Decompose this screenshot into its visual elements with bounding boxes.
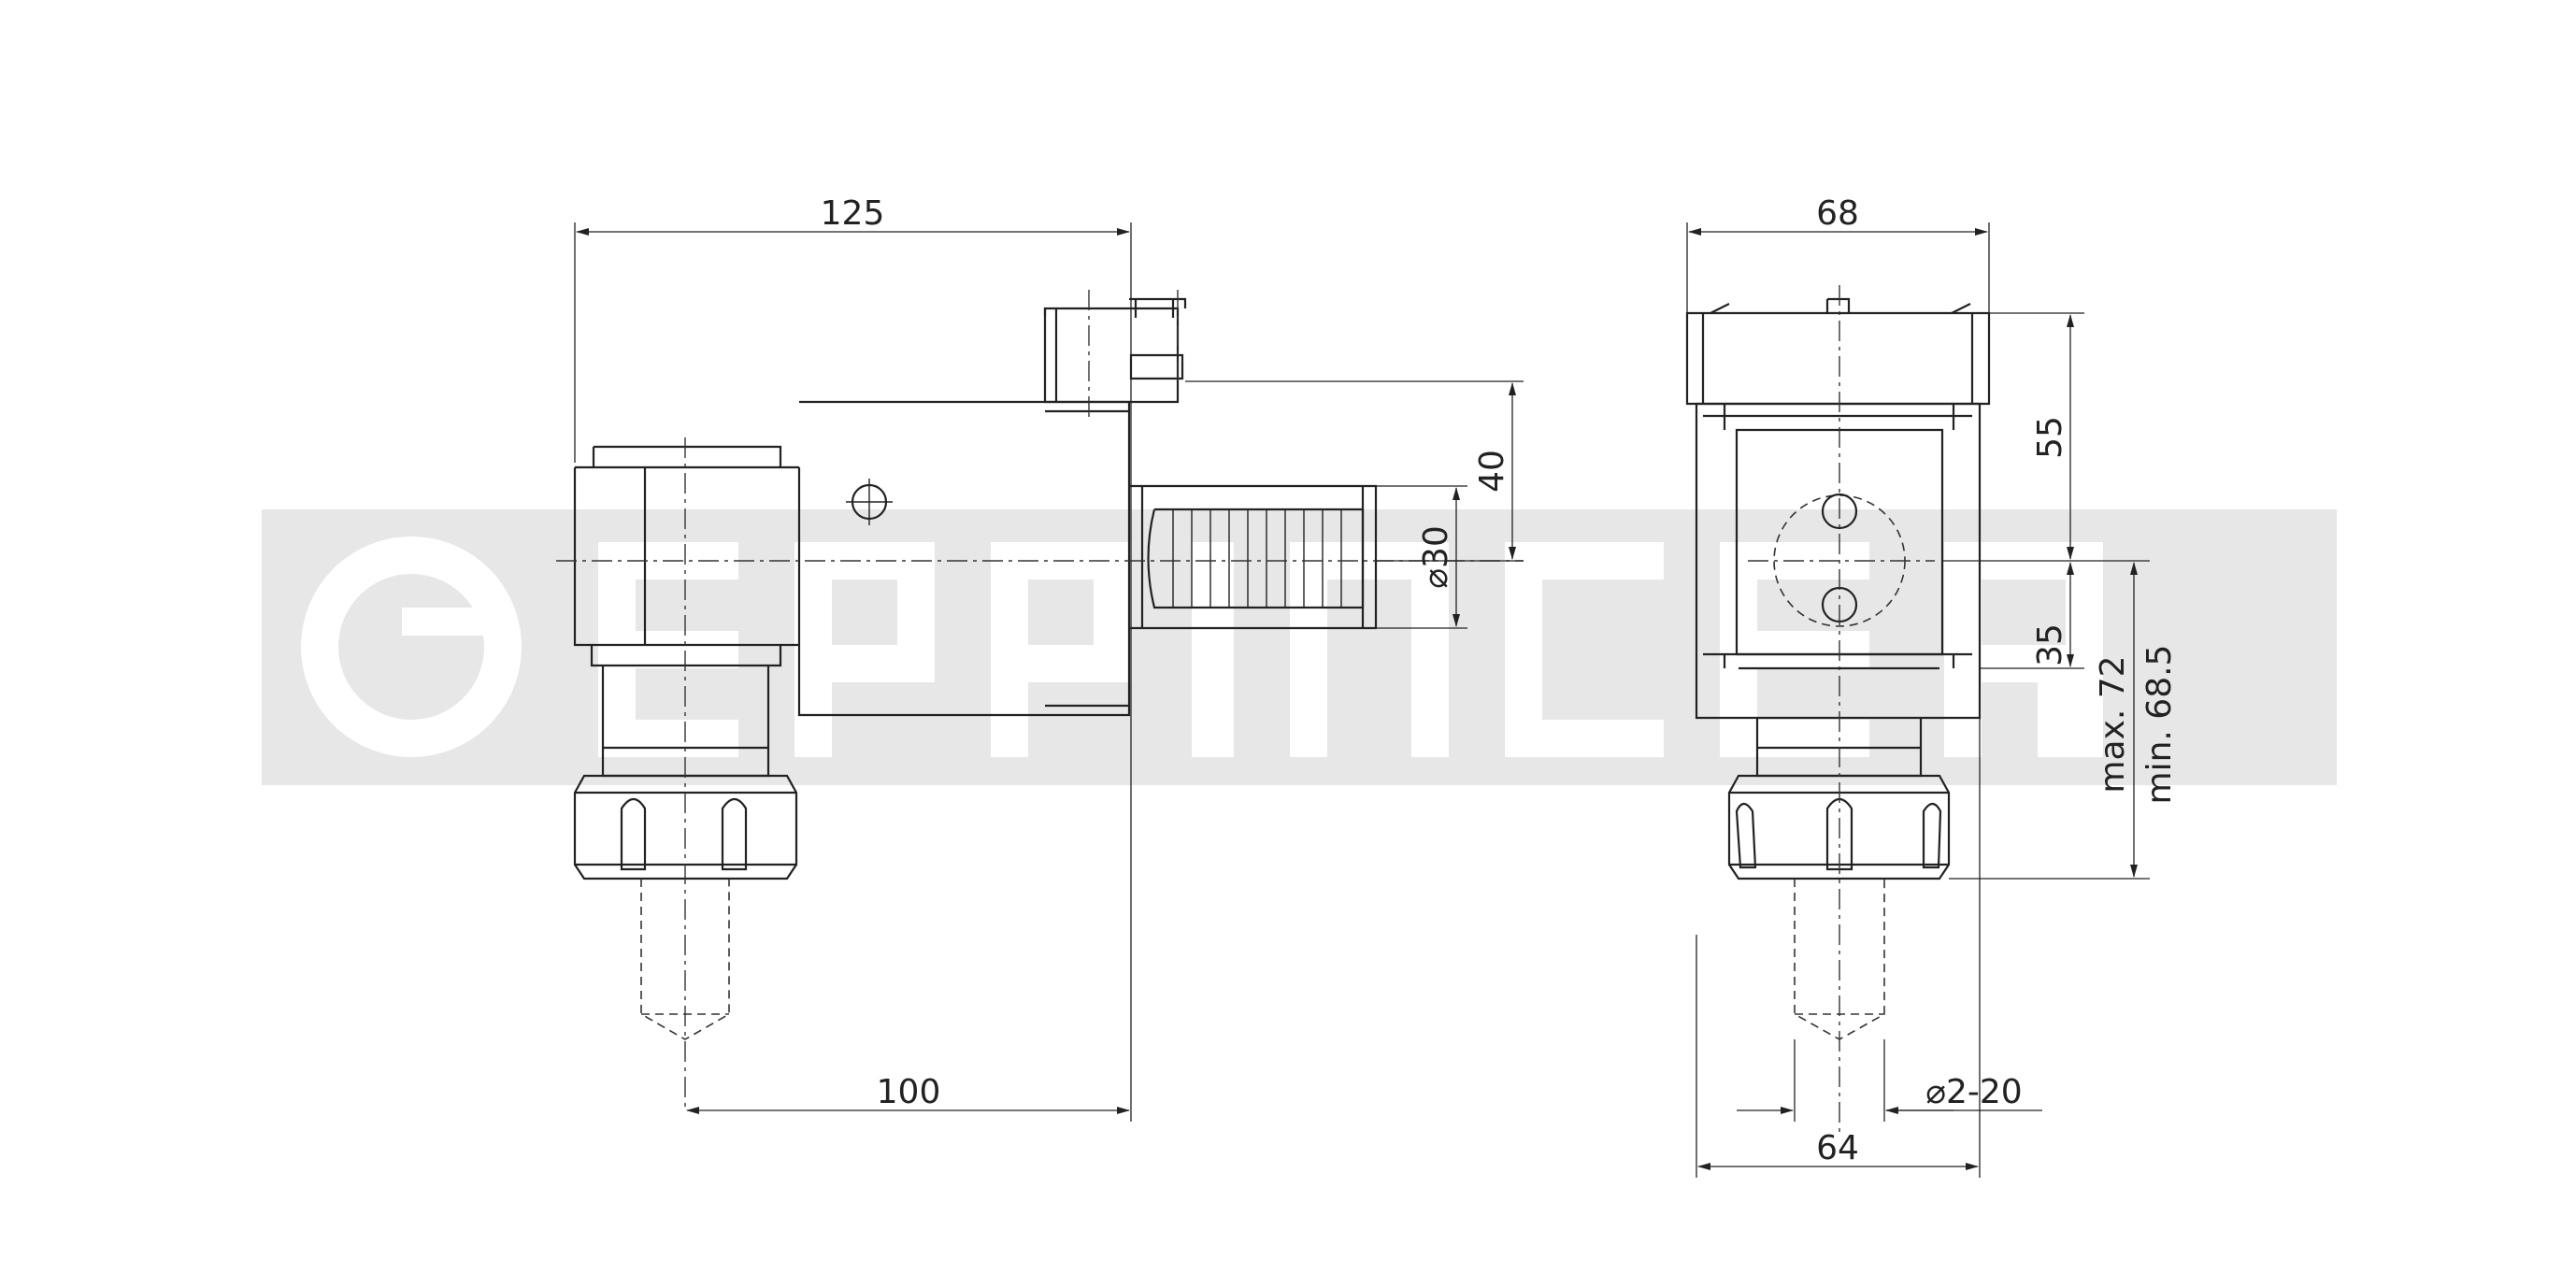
dim-label-min68-5: min. 68.5 xyxy=(2140,645,2179,805)
dim-label-64: 64 xyxy=(1816,1129,1859,1167)
dim-label-100: 100 xyxy=(877,1073,941,1111)
dim-label-35: 35 xyxy=(2031,623,2069,666)
dim-label-dia30: ⌀30 xyxy=(1417,525,1455,588)
dim-label-125: 125 xyxy=(821,194,885,233)
eppinger-watermark-logo xyxy=(262,509,2337,785)
dim-label-68: 68 xyxy=(1816,194,1859,233)
dim-label-max72: max. 72 xyxy=(2094,655,2132,793)
side-view xyxy=(556,290,1524,1112)
dim-label-40: 40 xyxy=(1473,450,1511,493)
dim-label-55: 55 xyxy=(2031,416,2069,459)
side-view-dimensions: 125 100 40 ⌀30 xyxy=(574,194,1524,1122)
front-view-dimensions: 68 64 ⌀2-20 55 35 max. 72 min. 68.5 xyxy=(1686,194,2179,1178)
dim-label-dia2-20: ⌀2-20 xyxy=(1925,1073,2022,1111)
